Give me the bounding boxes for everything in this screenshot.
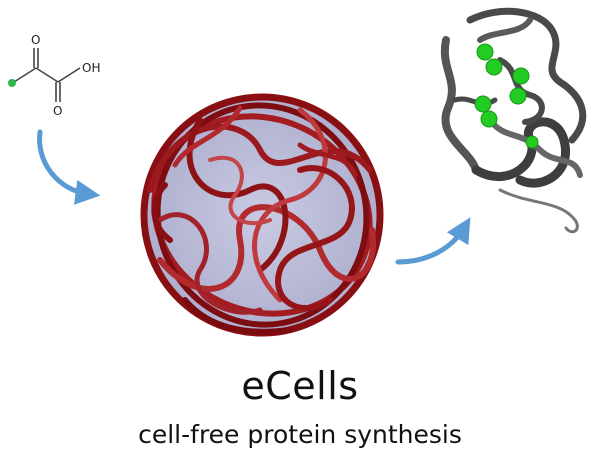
green-atom xyxy=(476,43,494,61)
atom-label-o-bottom: O xyxy=(53,104,62,118)
atom-label-oh: OH xyxy=(82,61,100,75)
green-atom xyxy=(485,58,503,76)
arrow-out xyxy=(395,217,471,265)
green-atom xyxy=(509,87,527,105)
ecell-globule xyxy=(140,93,384,337)
subtitle: cell-free protein synthesis xyxy=(138,420,462,449)
green-atom xyxy=(480,110,498,128)
green-atom xyxy=(512,67,530,85)
green-atom-marker xyxy=(8,79,16,87)
green-atom xyxy=(474,95,492,113)
green-atom xyxy=(525,135,539,149)
title: eCells xyxy=(241,364,359,408)
protein-structure xyxy=(440,7,587,234)
molecule-structure xyxy=(8,48,81,102)
atom-label-o-top: O xyxy=(31,33,40,47)
arrow-in xyxy=(37,129,101,205)
